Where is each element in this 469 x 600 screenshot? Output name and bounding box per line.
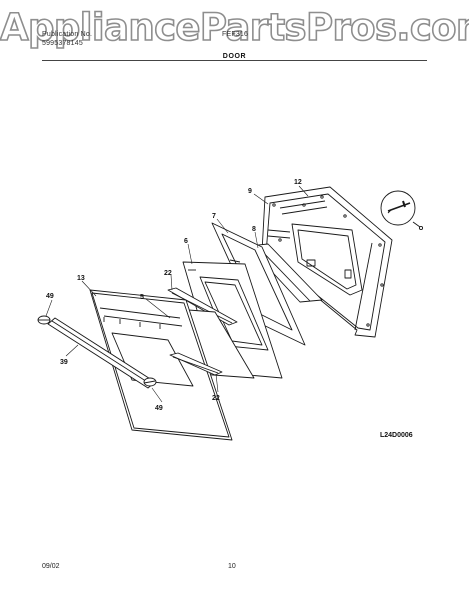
callout-7: 7: [212, 213, 216, 220]
callout-39: 39: [60, 359, 68, 366]
callout-leaders: [45, 185, 309, 403]
handle-end-cap-left: [37, 315, 51, 325]
page-number: 10: [228, 563, 236, 570]
handle-end-cap-right: [143, 377, 157, 387]
drawing-number: L24D0006: [380, 432, 413, 439]
callout-13: 13: [77, 275, 85, 282]
publication-number: 5995378145: [42, 40, 83, 47]
footer-date: 09/02: [42, 563, 60, 570]
section-title: DOOR: [222, 53, 247, 60]
publication-label: Publication No.: [42, 31, 93, 38]
screw-detail-inset: [380, 190, 424, 231]
callout-49-right: 49: [155, 405, 163, 412]
callout-22-lower: 22: [212, 395, 220, 402]
part-callout-labels: 12 9 7 8 6 22 13 5 49 39 49 22 L24D0006: [46, 179, 413, 439]
glass-retainer-lower: [169, 352, 223, 376]
callout-22-upper: 22: [164, 270, 172, 277]
callout-6: 6: [184, 238, 188, 245]
model-number: FEF316: [222, 31, 249, 38]
callout-8: 8: [252, 226, 256, 233]
callout-12: 12: [294, 179, 302, 186]
inner-door-liner: [261, 186, 393, 338]
callout-9: 9: [248, 188, 252, 195]
header-divider: [42, 60, 427, 61]
callout-5: 5: [140, 294, 144, 301]
callout-49-left: 49: [46, 293, 54, 300]
watermark: AppliancePartsPros.com: [0, 5, 469, 50]
